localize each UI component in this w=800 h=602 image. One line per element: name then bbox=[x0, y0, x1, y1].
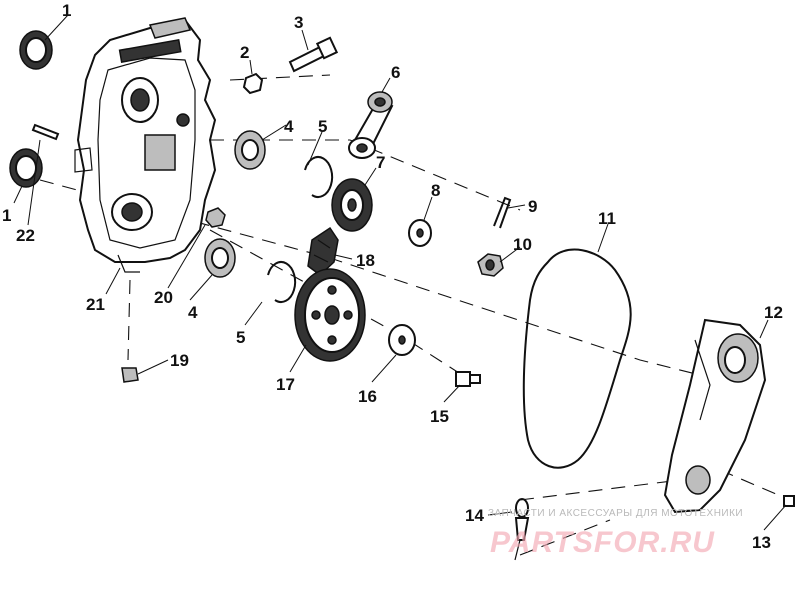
callout-9: 9 bbox=[528, 197, 537, 216]
circlip-lower bbox=[267, 261, 297, 303]
callout-1-top: 1 bbox=[62, 1, 71, 20]
callout-19: 19 bbox=[170, 351, 189, 370]
callout-7: 7 bbox=[376, 153, 385, 172]
watermark-caption: ЗАПЧАСТИ И АКСЕССУАРЫ ДЛЯ МОТОТЕХНИКИ bbox=[488, 508, 743, 519]
small-sprocket bbox=[331, 178, 373, 232]
callout-11: 11 bbox=[598, 209, 616, 228]
callout-5-lower: 5 bbox=[236, 328, 245, 347]
large-sprocket bbox=[294, 268, 366, 362]
callout-14: 14 bbox=[465, 506, 484, 525]
callout-15: 15 bbox=[430, 407, 449, 426]
long-bolt bbox=[288, 36, 339, 73]
callout-20: 20 bbox=[154, 288, 173, 307]
screw-13 bbox=[783, 495, 795, 507]
callout-2: 2 bbox=[240, 43, 249, 62]
watermark-brand: PARTSFOR.RU bbox=[490, 526, 715, 559]
dowel-pin bbox=[31, 123, 60, 141]
callout-10: 10 bbox=[513, 235, 532, 254]
watermark: ЗАПЧАСТИ И АКСЕССУАРЫ ДЛЯ МОТОТЕХНИКИ PA… bbox=[488, 508, 743, 559]
bearing-lower bbox=[204, 238, 236, 278]
outer-cover bbox=[663, 318, 767, 514]
callout-18: 18 bbox=[356, 251, 375, 270]
callout-12: 12 bbox=[764, 303, 783, 322]
castle-nut bbox=[477, 253, 504, 277]
callout-3: 3 bbox=[294, 13, 303, 32]
drain-plug bbox=[121, 367, 139, 383]
callout-8: 8 bbox=[431, 181, 440, 200]
nut-20 bbox=[205, 207, 226, 228]
small-nut bbox=[242, 72, 264, 95]
seal-top bbox=[19, 30, 53, 70]
callout-6: 6 bbox=[391, 63, 400, 82]
callout-1-bottom: 1 bbox=[2, 206, 11, 225]
seal-bottom bbox=[9, 148, 43, 188]
washer-16 bbox=[388, 324, 416, 356]
tensioner-arm bbox=[348, 91, 394, 159]
callout-17: 17 bbox=[276, 375, 295, 394]
bolt-15 bbox=[455, 371, 481, 387]
callout-21: 21 bbox=[86, 295, 105, 314]
circlip-upper bbox=[304, 156, 334, 198]
washer-8 bbox=[408, 219, 432, 247]
callout-numbers: 1 2 3 4 5 6 7 8 9 10 11 12 1 22 21 20 4 … bbox=[2, 1, 783, 552]
leader-lines bbox=[13, 14, 787, 531]
callout-4-lower: 4 bbox=[188, 303, 198, 322]
callout-22: 22 bbox=[16, 226, 35, 245]
dipstick bbox=[514, 498, 530, 561]
callout-16: 16 bbox=[358, 387, 377, 406]
inner-chaincase-housing bbox=[74, 17, 217, 273]
drive-chain bbox=[307, 226, 339, 276]
callout-5-upper: 5 bbox=[318, 117, 327, 136]
bearing-upper bbox=[234, 130, 266, 170]
cotter-pin bbox=[493, 196, 512, 229]
cover-gasket bbox=[522, 248, 632, 469]
callout-13: 13 bbox=[752, 533, 771, 552]
callout-4-upper: 4 bbox=[284, 117, 294, 136]
